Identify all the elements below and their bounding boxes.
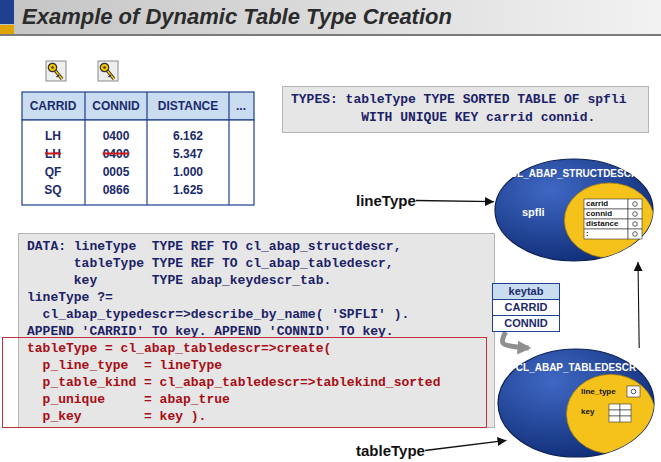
- table-cell: 0866: [103, 183, 130, 198]
- code-line: DATA: lineType TYPE REF TO cl_abap_struc…: [27, 238, 486, 255]
- code-line: lineType ?=: [27, 289, 486, 306]
- column-header: CARRID: [30, 99, 77, 114]
- object-shape: CL_ABAP_TABLEDESCR line_typekey: [497, 348, 655, 458]
- field-name: distance: [586, 219, 618, 229]
- code-box: DATA: lineType TYPE REF TO cl_abap_struc…: [18, 233, 495, 428]
- flow-arrow: [503, 332, 529, 348]
- table-cell: 0005: [103, 165, 130, 180]
- table-cell: 5.347: [173, 147, 203, 162]
- table-header: keytab: [493, 284, 559, 299]
- code-box: TYPES: tableType TYPE SORTED TABLE OF sp…: [282, 86, 649, 133]
- table-cell: 6.162: [173, 129, 203, 144]
- table-cell: 1.000: [173, 165, 203, 180]
- field-name: carrid: [586, 199, 608, 209]
- attribute-name: line_type: [581, 387, 616, 396]
- pointer-arrow: [416, 201, 494, 202]
- attribute-name: key: [581, 407, 594, 416]
- table-cell: CONNID: [493, 315, 559, 331]
- class-name: CL_ABAP_STRUCTDESCR: [494, 168, 654, 179]
- code-line: p_line_type = lineType: [27, 357, 486, 374]
- title-rule: [0, 34, 661, 36]
- table-cell: 0400: [103, 147, 130, 162]
- code-line: cl_abap_typedescr=>describe_by_name( 'SP…: [27, 306, 486, 323]
- highlight-box: tableType = cl_abap_tabledescr=>create(p…: [2, 337, 487, 428]
- attribute-name: spfli: [522, 206, 545, 218]
- table-cell: LH: [45, 147, 61, 162]
- corner-block: [0, 25, 14, 34]
- code-line: p_key = key ).: [27, 408, 486, 425]
- column-header: DISTANCE: [158, 99, 218, 114]
- code-line: p_table_kind = cl_abap_tabledescr=>table…: [27, 374, 486, 391]
- code-line: TYPES: tableType TYPE SORTED TABLE OF sp…: [291, 91, 642, 127]
- table-cell: QF: [45, 165, 62, 180]
- code-line: tableType TYPE REF TO cl_abap_tabledescr…: [27, 255, 486, 272]
- corner-block: [0, 0, 14, 24]
- title-bar: [0, 0, 661, 34]
- reference-name: lineType: [356, 192, 416, 209]
- key-icon: [98, 61, 118, 81]
- key-table: keytabCARRIDCONNID: [492, 283, 560, 332]
- field-name: :: [586, 229, 589, 239]
- table-cell: SQ: [44, 183, 61, 198]
- slide-title: Example of Dynamic Table Type Creation: [22, 3, 452, 31]
- object-shape: CL_ABAP_STRUCTDESCRspfli: [494, 158, 654, 262]
- column-header: ...: [236, 99, 246, 114]
- table-cell: LH: [45, 129, 61, 144]
- code-line: key TYPE abap_keydescr_tab.: [27, 272, 486, 289]
- pointer-arrow: [425, 440, 507, 450]
- table-cell: CARRID: [493, 299, 559, 315]
- table-cell: 0400: [103, 129, 130, 144]
- data-table: [22, 92, 254, 205]
- field-name: connid: [586, 209, 612, 219]
- table-cell: 1.625: [173, 183, 203, 198]
- code-line: p_unique = abap_true: [27, 391, 486, 408]
- reference-label: lineType: [356, 192, 416, 209]
- column-header: CONNID: [92, 99, 139, 114]
- pointer-arrow: [638, 262, 639, 348]
- reference-label: tableType: [356, 442, 425, 459]
- class-name: CL_ABAP_TABLEDESCR: [497, 362, 655, 373]
- code-line: tableType = cl_abap_tabledescr=>create(: [27, 340, 486, 357]
- key-icon: [46, 61, 66, 81]
- reference-name: tableType: [356, 442, 425, 459]
